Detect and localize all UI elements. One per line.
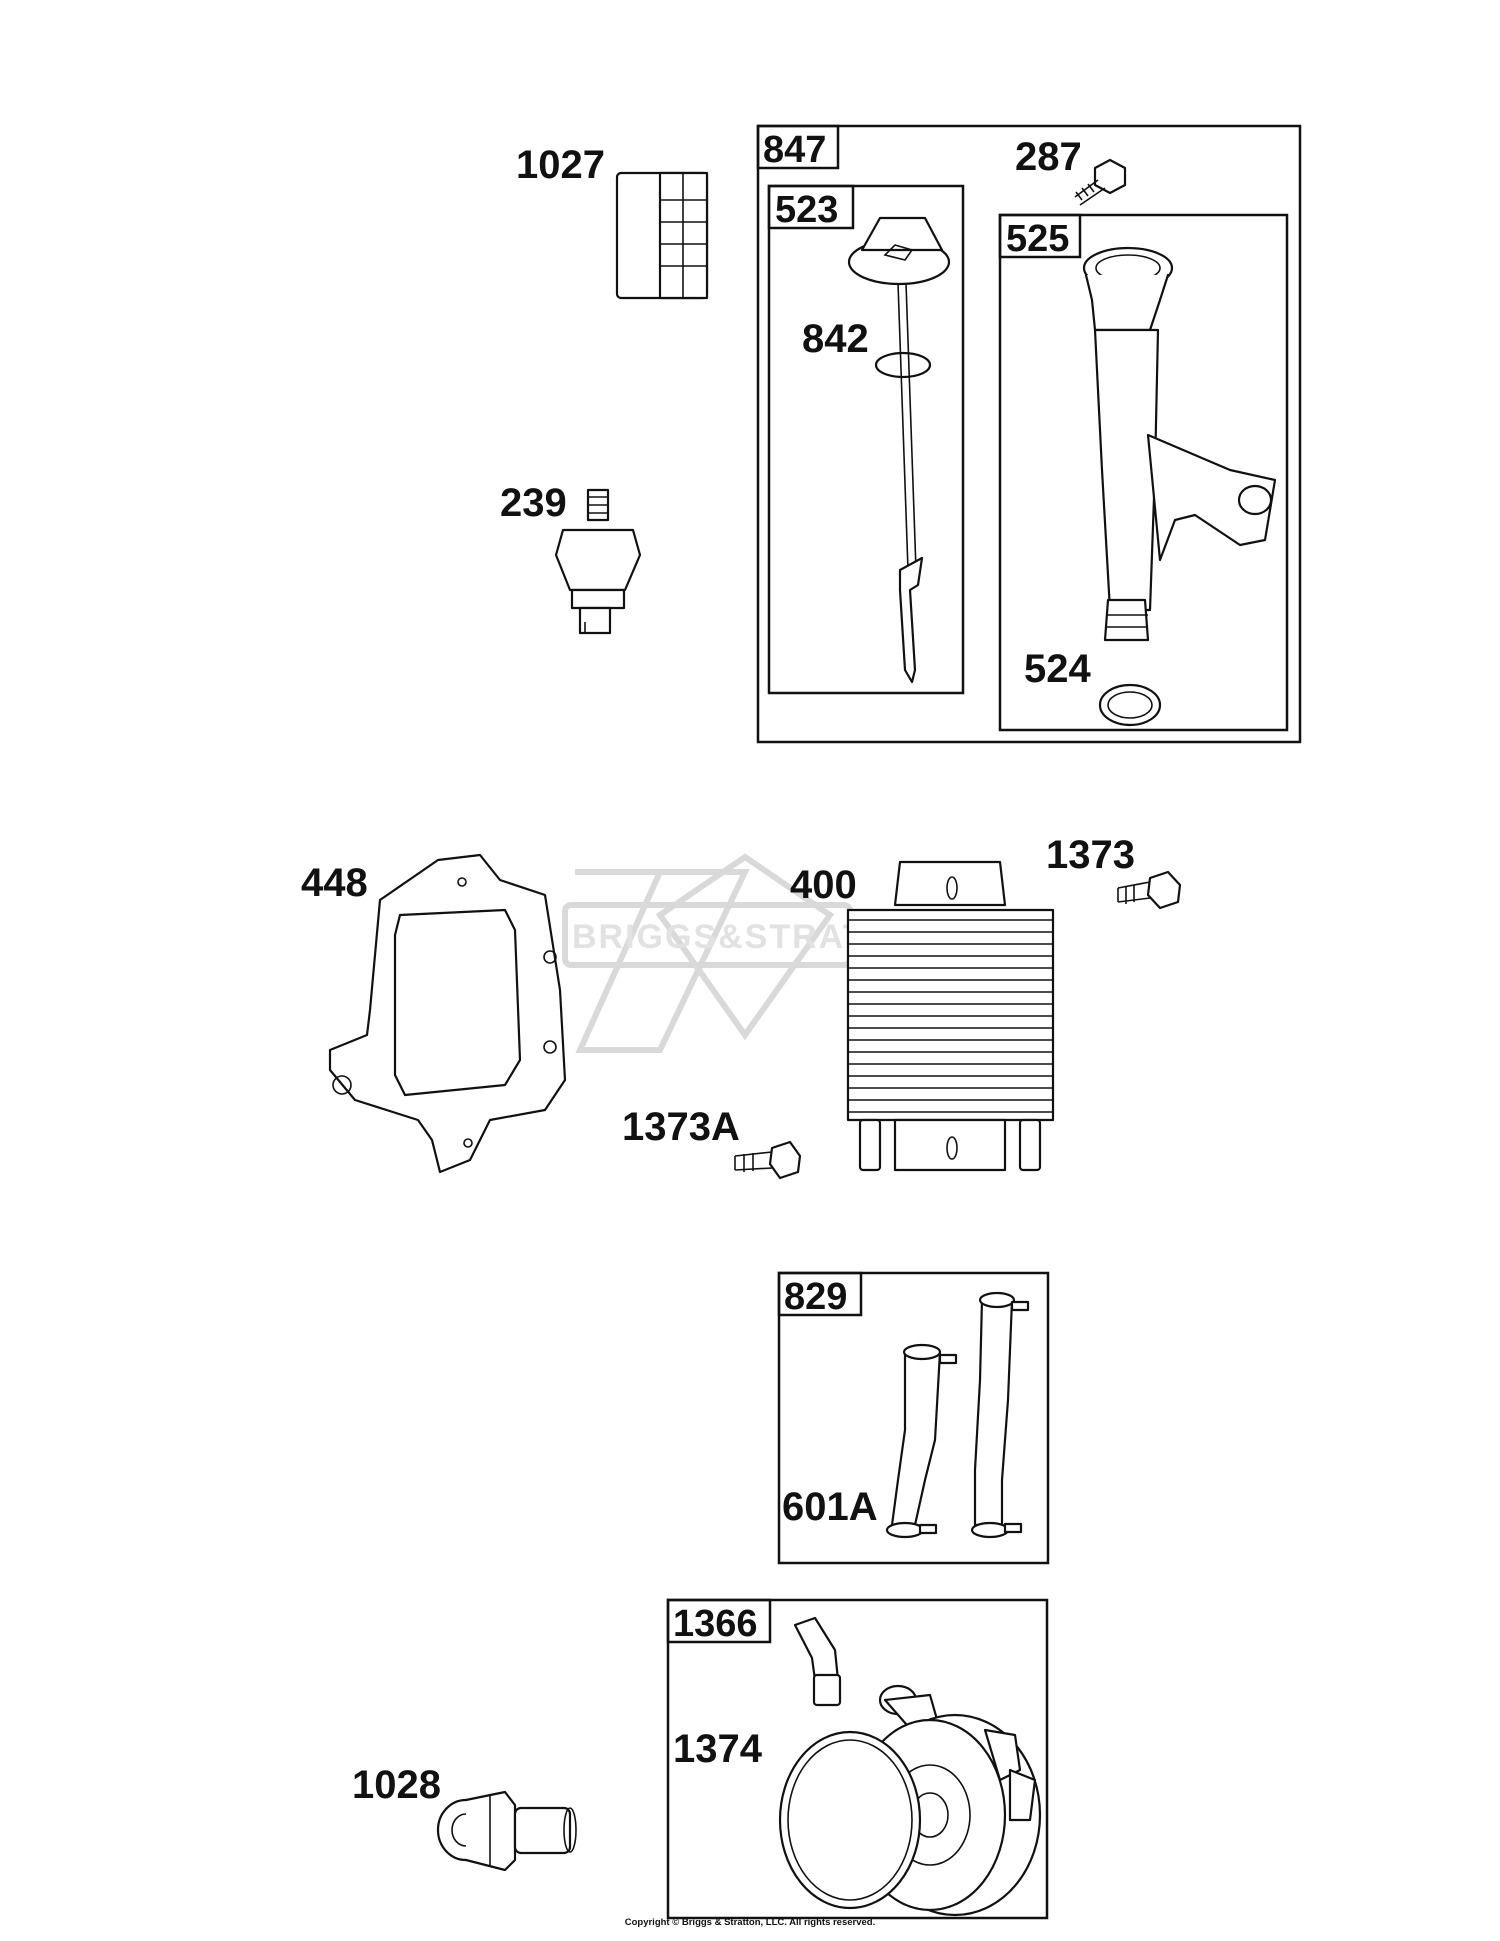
callout-842: 842: [802, 317, 869, 361]
callout-1374: 1374: [673, 1727, 763, 1771]
kit-829-label-box: [777, 1271, 863, 1317]
dipstick-tube-525: [1082, 246, 1277, 642]
callout-1373: 1373: [1046, 833, 1135, 877]
screw-1373A: [734, 1140, 802, 1180]
dipstick-842: [847, 216, 951, 684]
copyright-notice: Copyright © Briggs & Stratton, LLC. All …: [624, 1917, 876, 1928]
kit-525-label-box: [998, 213, 1082, 259]
oring-1374: [778, 1730, 922, 1910]
callout-1373A: 1373A: [622, 1105, 740, 1149]
callout-1366: 1366: [673, 1603, 758, 1645]
elbow-fitting: [793, 1616, 842, 1707]
callout-601A: 601A: [782, 1485, 878, 1529]
cooler-fins: [848, 919, 1053, 1113]
callout-1028: 1028: [352, 1763, 441, 1807]
oil-filter-1027: [615, 171, 709, 300]
callout-524: 524: [1024, 647, 1091, 691]
screw-1373: [1117, 870, 1182, 910]
kit-847-label-box: [756, 124, 840, 170]
oil-pressure-switch-239: [554, 488, 642, 635]
kit-829-frame: [777, 1271, 1050, 1565]
kit-847-frame: [756, 124, 1302, 744]
screw-287: [1074, 158, 1127, 206]
nipple-fitting-1028: [436, 1790, 577, 1872]
hose-601A: [885, 1291, 1030, 1539]
kit-523-frame: [767, 184, 965, 695]
kit-523-label-box: [767, 184, 855, 230]
callout-847: 847: [763, 129, 826, 171]
gasket-448: [328, 853, 567, 1174]
oil-cooler-400: [846, 860, 1055, 1172]
kit-525-frame: [998, 213, 1289, 732]
oring-524: [1098, 683, 1162, 727]
callout-525: 525: [1006, 218, 1069, 260]
kit-1366-label-box: [666, 1598, 772, 1644]
callout-829: 829: [784, 1276, 847, 1318]
kit-1366-frame: [666, 1598, 1049, 1920]
callout-1027: 1027: [516, 143, 605, 187]
callout-239: 239: [500, 481, 567, 525]
callout-400: 400: [790, 863, 857, 907]
callout-287: 287: [1015, 135, 1082, 179]
callout-523: 523: [775, 189, 838, 231]
callout-448: 448: [301, 861, 368, 905]
